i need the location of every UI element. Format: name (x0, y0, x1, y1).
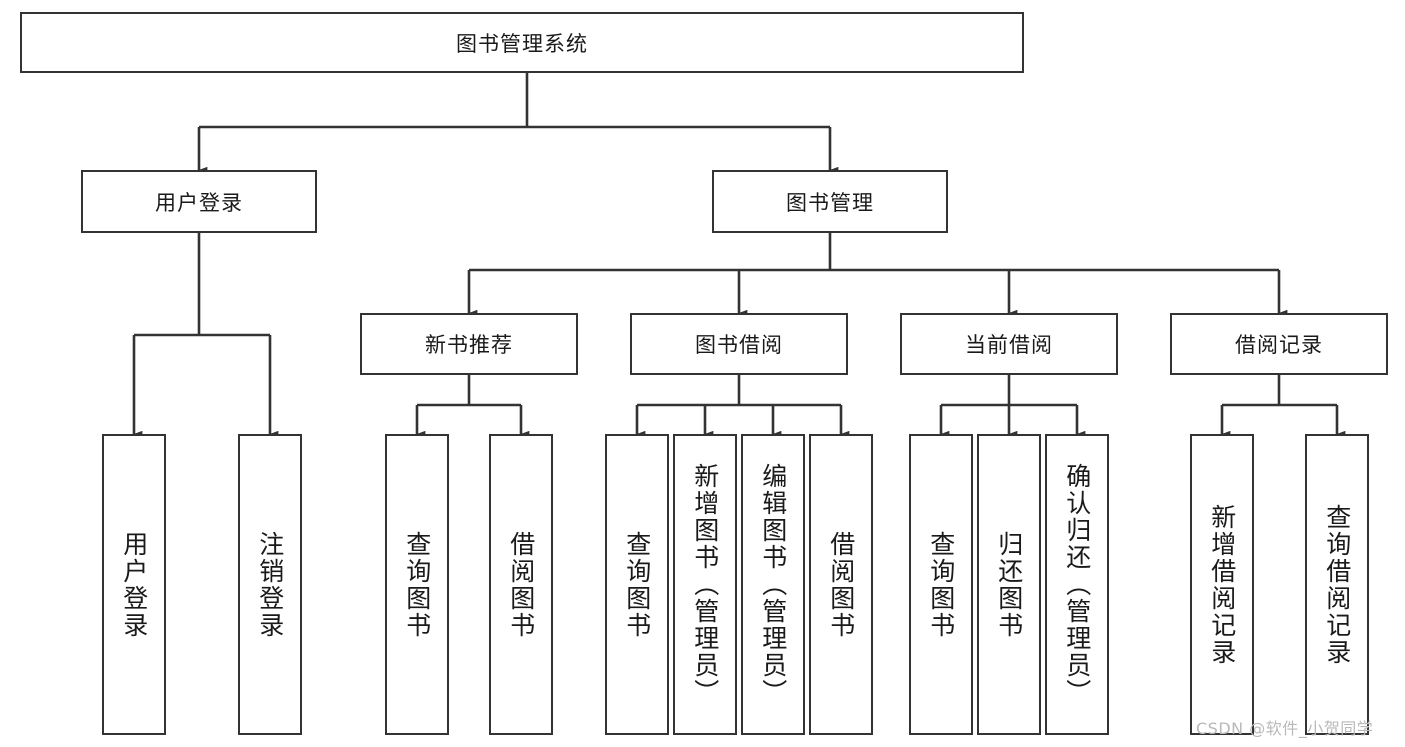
node-leaf-edit-book[interactable]: 编辑图书（管理员） (741, 434, 805, 735)
node-book-borrow[interactable]: 图书借阅 (630, 313, 848, 375)
node-label: 查询图书 (402, 530, 432, 639)
node-user-login[interactable]: 用户登录 (81, 170, 317, 233)
node-leaf-return-book[interactable]: 归还图书 (977, 434, 1041, 735)
node-label: 借阅记录 (1235, 333, 1323, 357)
node-leaf-borrow-book-1[interactable]: 借阅图书 (489, 434, 553, 735)
node-label: 查询借阅记录 (1322, 503, 1352, 666)
node-leaf-user-login[interactable]: 用户登录 (102, 434, 166, 735)
node-label: 查询图书 (622, 530, 652, 639)
node-label: 当前借阅 (965, 333, 1053, 357)
node-book-management[interactable]: 图书管理 (712, 170, 948, 233)
node-label: 用户登录 (119, 530, 149, 639)
node-leaf-query-record[interactable]: 查询借阅记录 (1305, 434, 1369, 735)
node-label: 图书管理系统 (456, 31, 588, 56)
node-label: 归还图书 (994, 530, 1024, 639)
node-leaf-borrow-book-2[interactable]: 借阅图书 (809, 434, 873, 735)
node-label: 借阅图书 (506, 530, 536, 639)
node-label: 编辑图书（管理员） (758, 463, 788, 706)
node-leaf-user-logout[interactable]: 注销登录 (238, 434, 302, 735)
node-label: 用户登录 (155, 190, 243, 215)
node-label: 新增图书（管理员） (690, 463, 720, 706)
node-borrow-record[interactable]: 借阅记录 (1170, 313, 1388, 375)
node-label: 新增借阅记录 (1207, 503, 1237, 666)
edge-new-book-recommend-to-leaves (415, 375, 530, 438)
node-label: 图书管理 (786, 190, 874, 215)
edge-book-borrow-to-leaves (635, 375, 850, 438)
edge-borrow-record-to-leaves (1220, 375, 1346, 438)
node-root-book-management-system[interactable]: 图书管理系统 (20, 12, 1024, 73)
node-leaf-add-record[interactable]: 新增借阅记录 (1190, 434, 1254, 735)
node-current-borrow[interactable]: 当前借阅 (900, 313, 1118, 375)
edge-user-login-to-leaves (132, 233, 279, 438)
node-new-book-recommend[interactable]: 新书推荐 (360, 313, 578, 375)
edge-current-borrow-to-leaves (939, 375, 1086, 438)
node-label: 确认归还（管理员） (1062, 463, 1092, 706)
node-leaf-query-book-2[interactable]: 查询图书 (605, 434, 669, 735)
node-label: 新书推荐 (425, 333, 513, 357)
node-label: 查询图书 (926, 530, 956, 639)
node-label: 借阅图书 (826, 530, 856, 639)
node-label: 图书借阅 (695, 333, 783, 357)
edge-book-management-to-level3 (467, 233, 1288, 317)
node-leaf-add-book[interactable]: 新增图书（管理员） (673, 434, 737, 735)
edge-root-to-level2 (197, 73, 839, 174)
node-leaf-query-book-3[interactable]: 查询图书 (909, 434, 973, 735)
node-leaf-confirm-return[interactable]: 确认归还（管理员） (1045, 434, 1109, 735)
node-label: 注销登录 (255, 530, 285, 639)
node-leaf-query-book-1[interactable]: 查询图书 (385, 434, 449, 735)
